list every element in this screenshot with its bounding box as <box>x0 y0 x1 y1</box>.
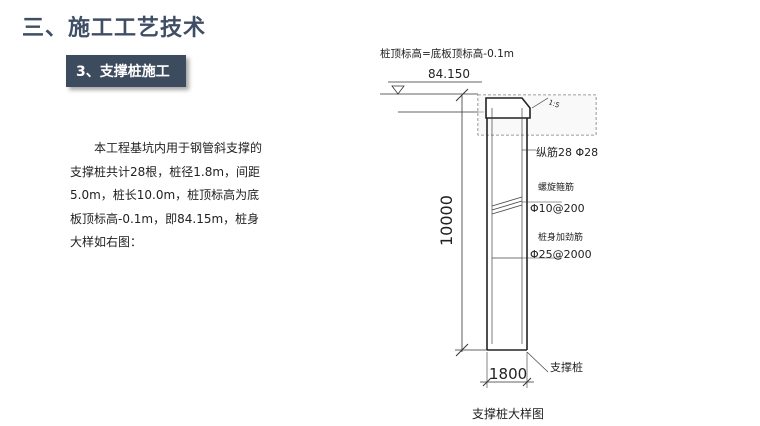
pile-label: 支撑桩 <box>550 360 583 374</box>
top-elevation-value: 84.150 <box>428 67 470 81</box>
slope-note: 1:5 <box>547 98 560 109</box>
spiral-stirrup <box>491 196 523 207</box>
diameter-dim-tick-left <box>482 377 492 387</box>
diameter-dim-tick-right <box>522 377 532 387</box>
section-title: 三、施工工艺技术 <box>22 16 207 41</box>
spiral-stirrup <box>491 200 523 211</box>
pile-label-leader <box>526 351 549 373</box>
diameter-dimension-label: 1800 <box>489 365 527 383</box>
support-pile-detail-drawing: 桩顶标高=底板顶标高-0.1m 84.150 10000 1:5 纵筋28 Φ2… <box>380 47 598 388</box>
top-elevation-note: 桩顶标高=底板顶标高-0.1m <box>380 47 514 60</box>
slope-leader <box>531 97 549 109</box>
elevation-marker-icon <box>391 85 405 95</box>
spiral-stirrup <box>491 204 523 215</box>
length-dim-tick-top <box>455 88 469 102</box>
length-dimension-label: 10000 <box>437 195 456 246</box>
spiral-stirrup-label: 螺旋箍筋 <box>538 181 574 193</box>
drawing-caption: 支撑桩大样图 <box>472 407 545 421</box>
longitudinal-rebar-label: 纵筋28 Φ28 <box>536 145 598 159</box>
spiral-stirrup-spec: Φ10@200 <box>530 202 585 215</box>
stiffener-spec: Φ25@2000 <box>530 248 592 261</box>
description-paragraph: 本工程基坑内用于钢管斜支撑的支撑桩共计28根，桩径1.8m，间距5.0m，桩长1… <box>70 141 263 249</box>
pile-head <box>485 97 531 119</box>
subsection-badge: 3、支撑桩施工 <box>66 55 186 87</box>
stiffener-label: 桩身加劲筋 <box>538 231 583 243</box>
